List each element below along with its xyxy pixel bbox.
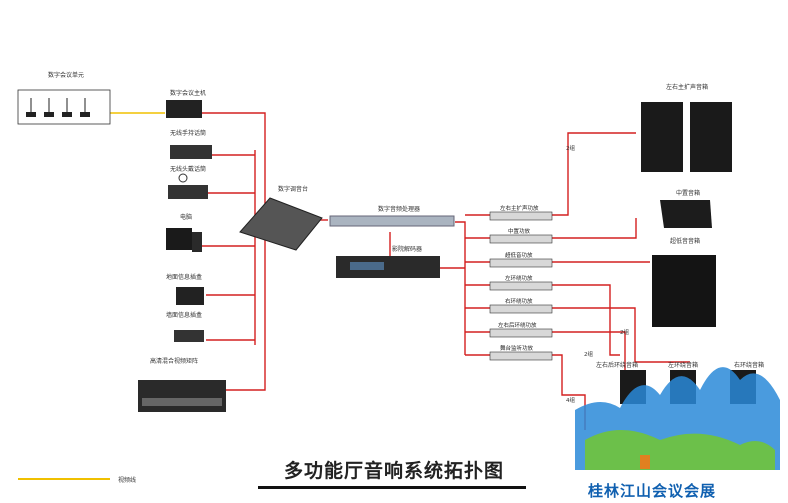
amplifier-stack — [489, 211, 553, 361]
wireless-handheld-receiver — [170, 145, 212, 159]
digital-mixer — [239, 197, 323, 251]
tag-rear: 2组 — [584, 352, 593, 358]
tag-sub: 2组 — [620, 330, 629, 336]
audio-processor — [329, 215, 455, 227]
sub-speaker-label: 超低音音箱 — [670, 238, 701, 245]
signal-lines — [200, 112, 690, 430]
computer — [166, 228, 202, 252]
mixer-label: 数字调音台 — [278, 186, 309, 193]
hd-matrix-label: 高清混合视频矩阵 — [150, 358, 199, 365]
decoder-label: 影院解码器 — [392, 246, 423, 253]
rear-surround-label: 左右后环绕音箱 — [596, 362, 639, 369]
wireless-headset-receiver — [168, 173, 208, 199]
conference-host-label: 数字会议主机 — [170, 90, 207, 97]
cinema-decoder — [336, 256, 440, 278]
amp-label-6: 左右后环绕功放 — [498, 323, 537, 329]
floor-box-label: 地面信息插盒 — [166, 274, 203, 281]
amp-label-4: 左环绕功放 — [505, 276, 533, 282]
computer-label: 电脑 — [180, 214, 193, 221]
legend-video-line — [18, 478, 110, 480]
amp-label-7: 舞台监听功放 — [500, 346, 534, 352]
floor-info-box — [176, 287, 204, 305]
hd-video-matrix — [138, 380, 226, 412]
left-surround-label: 左环绕音箱 — [668, 362, 699, 369]
conference-unit-label: 数字会议单元 — [48, 72, 85, 79]
conference-host — [166, 100, 202, 118]
center-speaker — [660, 200, 712, 228]
tag-monitor: 4组 — [566, 398, 575, 404]
conference-unit-box — [17, 89, 111, 125]
wall-box-label: 墙面信息插盒 — [166, 312, 203, 319]
main-speakers — [641, 102, 732, 172]
legend-video-label: 视频线 — [118, 477, 137, 484]
watermark-text: 桂林江山会议会展 — [588, 482, 717, 500]
amp-label-1: 左右主扩声功放 — [500, 206, 539, 212]
amp-label-3: 超低音功放 — [505, 253, 533, 259]
diagram-title: 多功能厅音响系统拓扑图 — [283, 460, 504, 482]
processor-label: 数字音频处理器 — [378, 206, 421, 213]
amp-label-5: 右环绕功放 — [505, 299, 533, 305]
wall-info-box — [174, 330, 204, 342]
title-underline — [258, 486, 526, 489]
main-speaker-label: 左右主扩声音箱 — [666, 84, 709, 91]
wireless-handheld-label: 无线手持话筒 — [170, 130, 207, 137]
subwoofer — [652, 255, 716, 327]
amp-label-2: 中置功放 — [508, 229, 531, 235]
watermark-logo — [575, 367, 780, 470]
right-surround-label: 右环绕音箱 — [734, 362, 765, 369]
wireless-headset-label: 无线头戴话筒 — [170, 166, 207, 173]
center-speaker-label: 中置音箱 — [676, 190, 701, 197]
tag-main: 2组 — [566, 146, 575, 152]
